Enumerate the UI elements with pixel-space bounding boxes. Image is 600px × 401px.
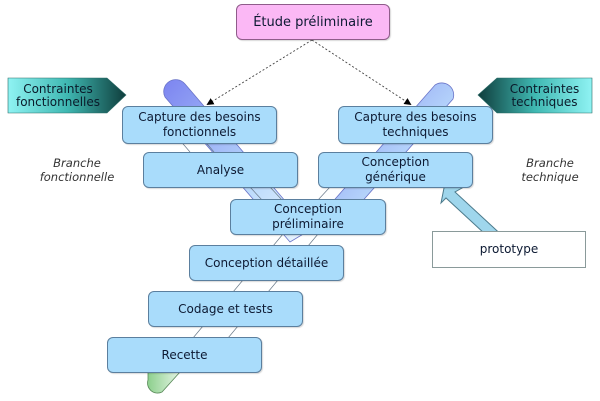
dotted-connector-technical [311, 39, 412, 105]
preliminary-study-box[interactable]: Étude préliminaire [236, 4, 390, 40]
prototype-box[interactable]: prototype [432, 231, 586, 268]
detailed-design-box[interactable]: Conception détaillée [189, 245, 344, 281]
acceptance-bar-end [147, 371, 181, 394]
functional-requirements-box[interactable]: Capture des besoins fonctionnels [122, 106, 277, 144]
coding-tests-box[interactable]: Codage et tests [148, 291, 303, 327]
preliminary-design-box[interactable]: Conception préliminaire [230, 199, 386, 235]
technical-constraints-arrow [477, 77, 593, 114]
functional-constraints-label: Contraintes fonctionnelles [15, 81, 101, 109]
generic-design-box[interactable]: Conception générique [318, 152, 473, 188]
technical-constraints-label: Contraintes techniques [509, 81, 580, 109]
functional-constraints-arrow [7, 77, 127, 114]
acceptance-box[interactable]: Recette [107, 337, 262, 373]
analysis-box[interactable]: Analyse [143, 152, 298, 188]
stair-connectors [192, 233, 319, 339]
dotted-connector-functional [206, 39, 313, 105]
technical-requirements-box[interactable]: Capture des besoins techniques [338, 106, 493, 144]
